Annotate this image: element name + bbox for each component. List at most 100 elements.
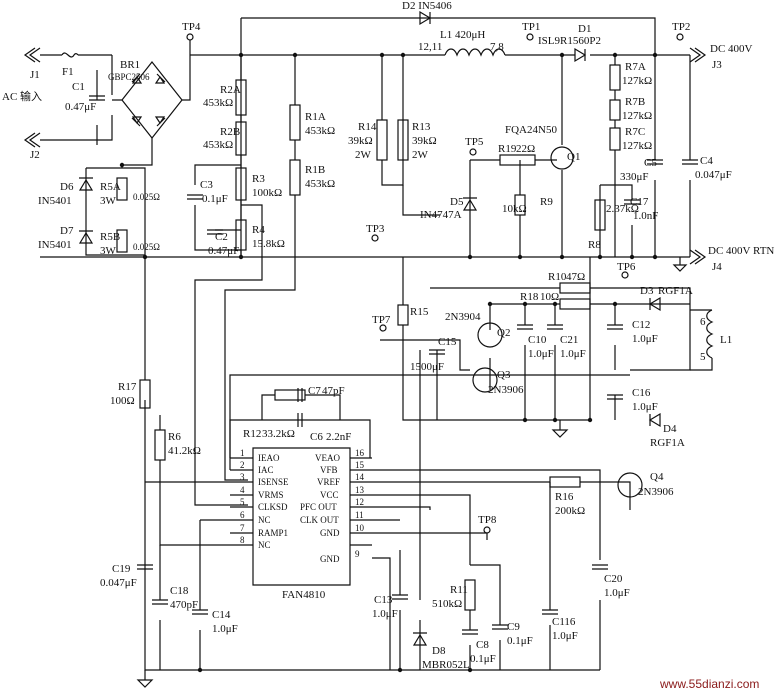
label-q2-part: 2N3904: [445, 311, 481, 323]
ic-pin-number: 11: [355, 510, 364, 520]
label-c7: C7: [308, 385, 321, 397]
label-c6: C6: [310, 431, 323, 443]
label-c16: C16: [632, 387, 651, 399]
ic-pin-number: 5: [240, 497, 245, 507]
label-c9: C9: [507, 621, 520, 633]
label-c5: C5: [644, 157, 657, 169]
label-c17-v: 1.0nF: [633, 210, 658, 222]
ic-pin-number: 6: [240, 510, 245, 520]
label-d2: D2 IN5406: [402, 0, 452, 12]
label-c2: C2: [215, 231, 228, 243]
label-r15: R15: [410, 306, 429, 318]
label-r10-v: 47Ω: [566, 271, 585, 283]
ic-pin-number: 3: [240, 472, 245, 482]
label-c14-v: 1.0μF: [212, 623, 238, 635]
ic-pin-number: 10: [355, 523, 365, 533]
label-d5-part: IN4747A: [420, 209, 462, 221]
label-r13-v: 39kΩ: [412, 135, 437, 147]
label-tp4: TP4: [182, 21, 201, 33]
label-j1: J1: [30, 69, 40, 81]
label-c3: C3: [200, 179, 213, 191]
label-tp5: TP5: [465, 136, 484, 148]
label-r7a-v: 127kΩ: [622, 75, 652, 87]
label-q1-part: FQA24N50: [505, 124, 557, 136]
watermark-text: www.55dianzi.com: [659, 677, 759, 691]
label-f1: F1: [62, 66, 74, 78]
diode-symbols: [78, 10, 661, 646]
ic-pin-name: NC: [258, 515, 271, 525]
label-c19: C19: [112, 563, 131, 575]
ground-icon: [551, 429, 569, 438]
label-r14-v: 39kΩ: [348, 135, 373, 147]
ground-icon: [136, 679, 154, 688]
label-r12-v: 33.2kΩ: [262, 428, 295, 440]
label-r19: R19: [498, 143, 517, 155]
ic-pin-number: 14: [355, 472, 365, 482]
label-c20: C20: [604, 573, 623, 585]
label-c21-v: 1.0μF: [560, 348, 586, 360]
label-d6-part: IN5401: [38, 195, 72, 207]
bridge-rectifier-symbol: [131, 73, 166, 127]
label-tx-p5: 5: [700, 351, 706, 363]
label-c13: C13: [374, 594, 393, 606]
label-tp2: TP2: [672, 21, 690, 33]
label-j3: J3: [712, 59, 722, 71]
label-r5b: R5B: [100, 231, 120, 243]
label-d4: D4: [663, 423, 677, 435]
label-c14: C14: [212, 609, 231, 621]
label-tp6: TP6: [617, 261, 636, 273]
label-r1b: R1B: [305, 164, 325, 176]
ic-pin-name: VFB: [320, 465, 338, 475]
label-br1: BR1: [120, 59, 140, 71]
label-r14: R14: [358, 121, 377, 133]
label-r18-v: 10Ω: [540, 291, 559, 303]
label-r10: R10: [548, 271, 567, 283]
ic-pin-number: 7: [240, 523, 245, 533]
label-c12: C12: [632, 319, 650, 331]
ic-pin-number: 12: [355, 497, 364, 507]
ic-part-label: FAN4810: [282, 589, 326, 601]
test-points: [186, 33, 684, 534]
ic-pin-number: 16: [355, 448, 365, 458]
ic-right-pins: 16 VEAO 15 VFB 14 VREF 13 VCC 12 PFC OUT…: [300, 448, 365, 564]
label-r1a-v: 453kΩ: [305, 125, 335, 137]
ic-pin-name: VEAO: [315, 453, 340, 463]
label-c13-v: 1.0μF: [372, 608, 398, 620]
fuse-symbol: [61, 52, 79, 58]
label-out-pos: DC 400V: [710, 43, 753, 55]
input-terminal-j1: [23, 47, 41, 63]
label-d8-part: MBR052L: [422, 659, 470, 671]
ic-pin-number: 1: [240, 448, 245, 458]
label-c4-val: 0.047μF: [695, 169, 732, 181]
label-r4-v: 15.8kΩ: [252, 238, 285, 250]
label-c18: C18: [170, 585, 189, 597]
ic-pin-name: NC: [258, 540, 271, 550]
label-r1a: R1A: [305, 111, 326, 123]
label-tx-l1: L1: [720, 334, 732, 346]
ic-pin-name: CLKSD: [258, 502, 288, 512]
label-q1: Q1: [567, 151, 580, 163]
label-c1-val: 0.47μF: [65, 101, 96, 113]
label-r2b-v: 453kΩ: [203, 139, 233, 151]
label-r8-v: 2.37kΩ: [606, 203, 639, 215]
label-d3: D3: [640, 285, 654, 297]
label-r5a-w: 3W: [100, 195, 117, 207]
label-c6-v: 2.2nF: [326, 431, 351, 443]
label-r4: R4: [252, 224, 265, 236]
label-c17: C17: [630, 196, 649, 208]
ic-pin-name: PFC OUT: [300, 502, 337, 512]
label-ac-input: AC 输入: [2, 89, 42, 103]
label-r3-v: 100kΩ: [252, 187, 282, 199]
label-q4: Q4: [650, 471, 664, 483]
label-c18-v: 470pF: [170, 599, 198, 611]
label-c10: C10: [528, 334, 547, 346]
label-br1-part: GBPC2506: [108, 72, 150, 82]
label-r6: R6: [168, 431, 181, 443]
label-r19-v: 22Ω: [516, 143, 535, 155]
ic-pin-name: CLK OUT: [300, 515, 339, 525]
capacitor-plates: [89, 95, 698, 635]
label-j4: J4: [712, 261, 722, 273]
ic-pin-name: VRMS: [258, 490, 284, 500]
ic-pin-number: 8: [240, 535, 245, 545]
